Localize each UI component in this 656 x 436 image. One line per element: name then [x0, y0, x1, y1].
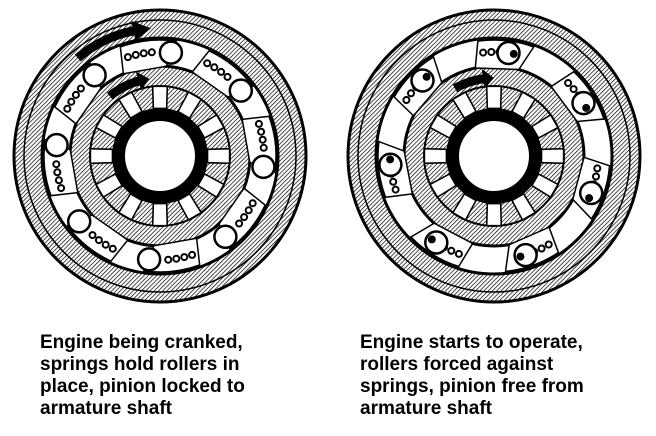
roller — [251, 154, 276, 180]
spring-coil — [57, 184, 66, 193]
spring-coil — [180, 253, 189, 262]
roller-shadow — [516, 252, 525, 261]
roller — [66, 209, 92, 234]
spring-coil — [454, 249, 463, 258]
roller — [496, 40, 521, 66]
caption-line: armature shaft — [360, 398, 492, 419]
roller-shadow — [386, 155, 395, 164]
roller — [44, 132, 69, 158]
spring-coil — [71, 90, 80, 99]
gear-tooth — [485, 85, 503, 110]
spring-coil — [203, 59, 212, 68]
roller — [213, 224, 238, 250]
spring-coil — [537, 244, 546, 253]
gear-tooth — [151, 85, 169, 110]
spring-coil — [217, 67, 226, 76]
spring-coil — [53, 168, 62, 177]
roller — [513, 242, 538, 268]
roller-shadow — [585, 194, 594, 203]
roller — [136, 247, 162, 272]
armature-shaft-bore — [457, 119, 531, 193]
spring-coil — [592, 172, 600, 181]
outer-arrow-head — [131, 21, 152, 41]
spring-coil — [52, 160, 61, 169]
spring-coil — [164, 255, 173, 264]
spring-coil — [94, 236, 103, 245]
inner-arrow-head — [481, 68, 494, 89]
caption-line: place, pinion locked to — [40, 376, 245, 397]
spring-coil — [254, 119, 263, 128]
spring-coil — [54, 176, 63, 185]
caption-line: armature shaft — [40, 398, 172, 419]
roller — [228, 78, 254, 103]
spring-coil — [210, 63, 219, 72]
caption-line: Engine being cranked, — [40, 332, 243, 353]
spring-coil — [564, 79, 573, 87]
spring-coil — [67, 97, 76, 106]
roller — [82, 62, 107, 88]
caption-cranking: Engine being cranked, springs hold rolle… — [40, 332, 340, 420]
caption-line: springs hold rollers in — [40, 354, 240, 375]
gear-tooth — [540, 147, 565, 165]
roller-shadow — [422, 72, 431, 81]
spring-coil — [131, 50, 140, 59]
gear-tooth — [151, 202, 169, 227]
roller — [158, 40, 184, 65]
spring-coil — [544, 240, 553, 249]
gear-tooth — [423, 147, 448, 165]
spring-coil — [88, 231, 97, 240]
spring-coil — [235, 219, 244, 228]
roller — [378, 152, 403, 178]
gear-tooth — [206, 147, 231, 165]
spring-coil — [244, 206, 253, 215]
spring-coil — [63, 104, 72, 113]
spring-coil — [569, 85, 578, 94]
gear-tooth — [89, 147, 114, 165]
caption-line: rollers forced against — [360, 354, 554, 375]
spring-coil — [391, 185, 400, 194]
clutch-diagram-overrunning — [346, 8, 642, 304]
spring-coil — [101, 240, 110, 249]
spring-coil — [447, 246, 456, 255]
spring-coil — [257, 127, 266, 136]
roller — [410, 68, 435, 93]
spring-coil — [108, 244, 117, 253]
inner-arrow-head — [135, 71, 150, 91]
roller — [424, 230, 449, 255]
clutch-diagram-cranking — [12, 8, 308, 304]
gear-tooth — [485, 202, 503, 227]
spring-coil — [188, 250, 197, 259]
roller-shadow — [509, 49, 518, 58]
roller-shadow — [582, 103, 591, 112]
spring-coil — [259, 143, 268, 152]
spring-coil — [240, 213, 249, 222]
caption-line: Engine starts to operate, — [360, 332, 583, 353]
spring-coil — [479, 48, 488, 57]
spring-coil — [139, 49, 148, 58]
caption-overrunning: Engine starts to operate, rollers forced… — [360, 332, 656, 420]
spring-coil — [389, 177, 398, 186]
spring-coil — [593, 164, 602, 173]
spring-coil — [487, 48, 496, 56]
caption-line: springs, pinion free from — [360, 376, 584, 397]
roller-shadow — [427, 235, 436, 244]
spring-coil — [123, 53, 132, 62]
shell-groove — [357, 19, 631, 293]
spring-coil — [76, 84, 85, 93]
spring-coil — [147, 48, 156, 57]
spring-coil — [258, 135, 267, 144]
spring-coil — [248, 199, 257, 208]
shell-groove — [23, 19, 297, 293]
spring-coil — [172, 254, 181, 263]
spring-coil — [223, 72, 232, 81]
spring-coil — [402, 96, 411, 104]
spring-coil — [407, 89, 415, 98]
armature-shaft-bore — [123, 119, 197, 193]
